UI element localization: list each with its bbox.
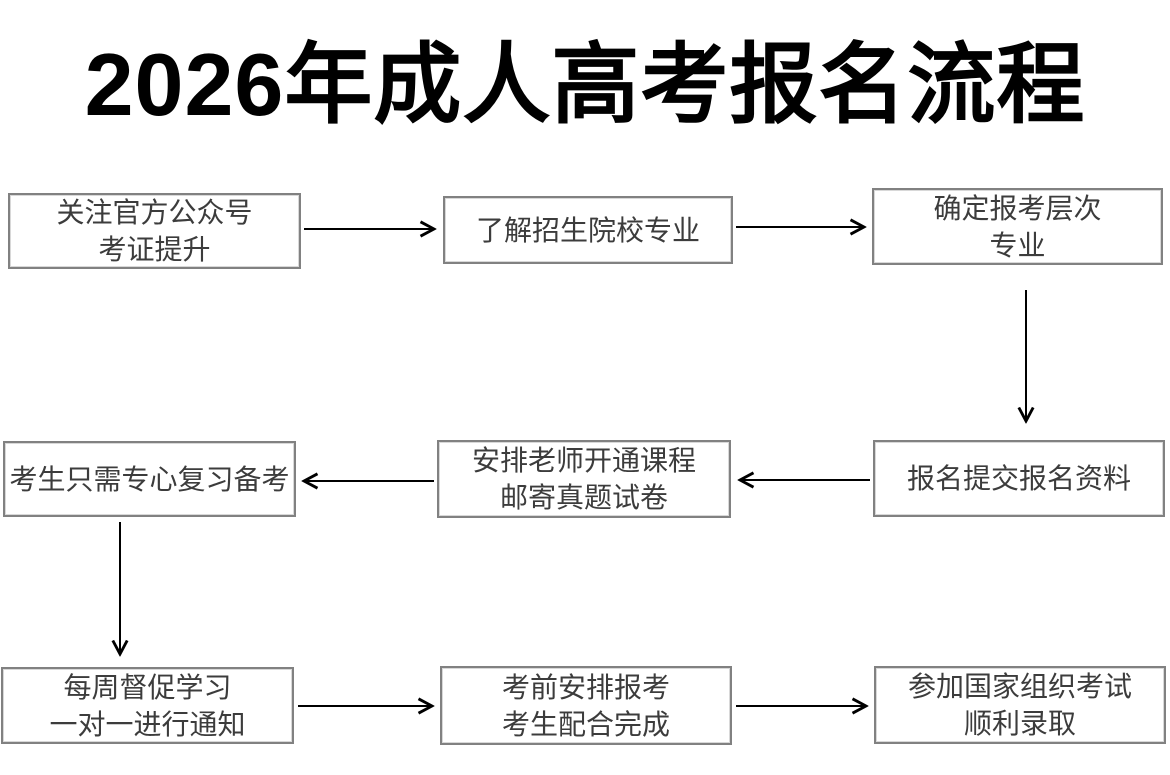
flow-step-confirm-level-major: 确定报考层次 专业 (872, 188, 1163, 265)
flow-step-text: 参加国家组织考试 (907, 671, 1132, 702)
flow-step-text: 确定报考层次 (933, 192, 1102, 224)
flow-step-text: 专业 (989, 229, 1046, 261)
flow-step-text: 邮寄真题试卷 (499, 482, 668, 513)
flow-step-focus-on-review: 考生只需专心复习备考 (3, 441, 296, 517)
flow-step-submit-registration: 报名提交报名资料 (873, 440, 1165, 517)
flow-step-take-exam-admission: 参加国家组织考试 顺利录取 (874, 666, 1166, 744)
flow-step-text: 顺利录取 (963, 708, 1076, 739)
flow-step-weekly-supervision: 每周督促学习 一对一进行通知 (1, 667, 294, 744)
flow-step-teacher-opens-course: 安排老师开通课程 邮寄真题试卷 (437, 440, 731, 518)
flow-step-text: 报名提交报名资料 (906, 463, 1131, 494)
flow-step-text: 考前安排报考 (501, 671, 670, 703)
flow-step-text: 一对一进行通知 (49, 708, 246, 740)
flow-step-text: 考生只需专心复习备考 (9, 463, 290, 495)
page-title: 2026年成人高考报名流程 (84, 35, 1086, 134)
flow-step-follow-official-account: 关注官方公众号 考证提升 (8, 193, 301, 269)
flow-step-pre-exam-arrangement: 考前安排报考 考生配合完成 (440, 666, 732, 745)
flow-step-text: 了解招生院校专业 (475, 214, 700, 246)
flow-step-learn-schools-majors: 了解招生院校专业 (443, 196, 733, 264)
flow-step-text: 每周督促学习 (63, 671, 232, 703)
flow-step-text: 考证提升 (98, 234, 211, 265)
flow-step-text: 安排老师开通课程 (471, 445, 696, 476)
flow-step-text: 考生配合完成 (501, 708, 670, 740)
flow-step-text: 关注官方公众号 (56, 197, 253, 228)
